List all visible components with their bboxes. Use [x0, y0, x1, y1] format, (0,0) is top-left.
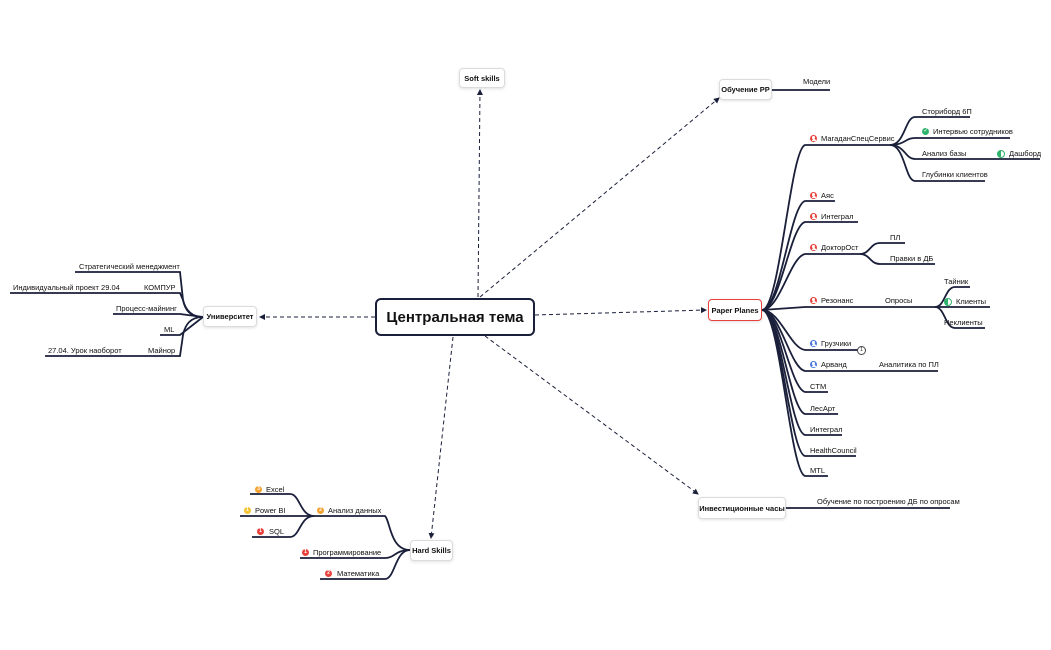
topic-healthcouncil[interactable]: HealthCouncil — [810, 446, 857, 455]
priority-1-icon: 1 — [302, 549, 309, 556]
topic-ml[interactable]: ML — [164, 325, 175, 334]
topic-storyboard[interactable]: Сториборд 6П — [922, 107, 972, 116]
topic-models[interactable]: Модели — [803, 77, 831, 86]
topic-nonclients[interactable]: Неклиенты — [944, 318, 983, 327]
topic-process-mining[interactable]: Процесс-майнинг — [116, 304, 177, 313]
half-progress-icon — [944, 298, 952, 306]
priority-2-icon: 2 — [325, 570, 332, 577]
topic-analytics-pl[interactable]: Аналитика по ПЛ — [879, 360, 939, 369]
person-icon — [810, 192, 817, 199]
central-topic[interactable]: Центральная тема — [375, 298, 535, 336]
paper-planes-node[interactable]: Paper Planes — [708, 299, 762, 321]
link-paper-planes — [534, 307, 707, 316]
topic-sql[interactable]: SQL — [269, 527, 285, 536]
topic-ayas[interactable]: Аяс — [821, 191, 834, 200]
learning-pp-node[interactable]: Обучение PP — [719, 79, 772, 100]
link-invest — [484, 335, 699, 495]
priority-2-icon: 2 — [317, 507, 324, 514]
soft-skills-node[interactable]: Soft skills — [459, 68, 505, 88]
topic-excel[interactable]: Excel — [266, 485, 285, 494]
topic-individual-project[interactable]: Индивидуальный проект 29.04 — [13, 283, 120, 292]
person-icon — [810, 213, 817, 220]
topic-arvand[interactable]: Арванд — [821, 360, 847, 369]
topic-secret[interactable]: Тайник — [944, 277, 969, 286]
link-learning-pp — [479, 97, 720, 298]
topic-resonance[interactable]: Резонанс — [821, 296, 854, 305]
topic-surveys[interactable]: Опросы — [885, 296, 913, 305]
topic-lesart[interactable]: ЛесАрт — [810, 404, 836, 413]
topic-minor[interactable]: Майнор — [148, 346, 176, 355]
priority-1-icon: 1 — [257, 528, 264, 535]
topic-magadan[interactable]: МагаданСпецСервис — [821, 134, 895, 143]
topic-strategic-management[interactable]: Стратегический менеджмент — [79, 262, 180, 271]
topic-dashboard[interactable]: Дашборд — [1009, 149, 1042, 158]
hard-skills-node[interactable]: Hard Skills — [410, 540, 453, 561]
topic-power-bi[interactable]: Power BI — [255, 506, 286, 515]
person-icon — [810, 361, 817, 368]
topic-integral[interactable]: Интеграл — [821, 212, 854, 221]
person-icon — [810, 340, 817, 347]
topic-mtl[interactable]: MTL — [810, 466, 825, 475]
check-icon — [922, 127, 929, 135]
topic-ctm[interactable]: CTM — [810, 382, 827, 391]
topic-db-training[interactable]: Обучение по построению ДБ по опросам — [817, 497, 960, 506]
topic-loaders[interactable]: Грузчики — [821, 339, 852, 348]
topic-clients[interactable]: Клиенты — [956, 297, 987, 306]
topic-edits-db[interactable]: Правки в ДБ — [890, 254, 934, 263]
topic-math[interactable]: Математика — [337, 569, 380, 578]
topic-client-depths[interactable]: Глубинки клиентов — [922, 170, 988, 179]
topic-pl[interactable]: ПЛ — [890, 233, 901, 242]
topic-reverse-lesson[interactable]: 27.04. Урок наоборот — [48, 346, 122, 355]
person-icon — [810, 244, 817, 251]
university-node[interactable]: Университет — [203, 306, 257, 327]
priority-1-icon: 1 — [244, 507, 251, 514]
invest-hours-node[interactable]: Инвестиционные часы — [698, 497, 786, 519]
topic-db-analysis[interactable]: Анализ базы — [922, 149, 967, 158]
topic-kompur[interactable]: КОМПУР — [144, 283, 176, 292]
topic-integral-2[interactable]: Интеграл — [810, 425, 843, 434]
notes-count-badge[interactable]: 1 — [857, 346, 866, 355]
topic-programming[interactable]: Программирование — [313, 548, 382, 557]
topic-interview[interactable]: Интервью сотрудников — [933, 127, 1013, 136]
priority-3-icon: 3 — [255, 486, 262, 493]
topic-data-analysis[interactable]: Анализ данных — [328, 506, 382, 515]
link-soft-skills — [476, 89, 483, 298]
half-progress-icon — [997, 150, 1005, 158]
link-hard-skills — [428, 336, 454, 539]
topic-doctorost[interactable]: ДокторОст — [821, 243, 859, 252]
person-icon — [810, 297, 817, 304]
person-icon — [810, 135, 817, 142]
